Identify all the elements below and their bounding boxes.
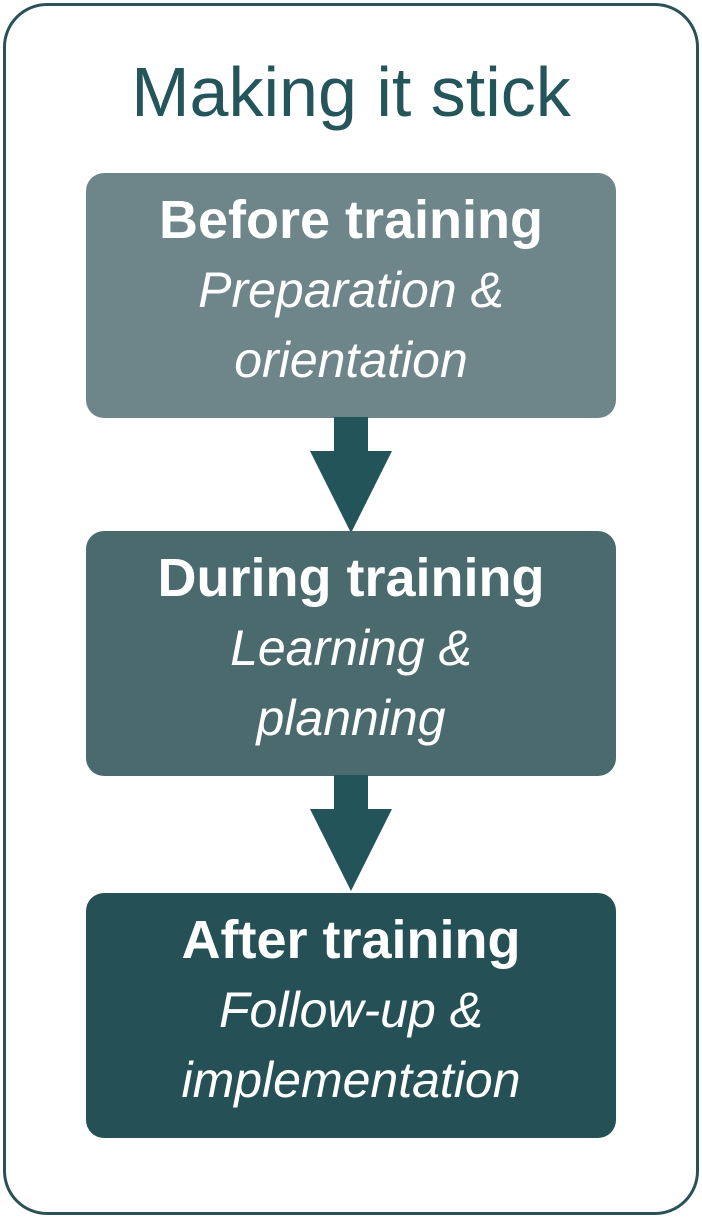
- step-after-training: After training Follow-up & implementatio…: [86, 893, 616, 1138]
- arrow-down-icon: [310, 775, 392, 891]
- step-heading: After training: [181, 910, 521, 970]
- arrow-down-icon: [310, 417, 392, 533]
- step-description: Preparation & orientation: [198, 262, 504, 388]
- step-description: Follow-up & implementation: [181, 982, 521, 1108]
- step-before-training: Before training Preparation & orientatio…: [86, 173, 616, 418]
- step-during-training: During training Learning & planning: [86, 531, 616, 776]
- diagram-title: Making it stick: [131, 53, 571, 131]
- step-heading: Before training: [158, 190, 544, 250]
- step-description: Learning & planning: [230, 620, 472, 746]
- step-heading: During training: [157, 548, 545, 608]
